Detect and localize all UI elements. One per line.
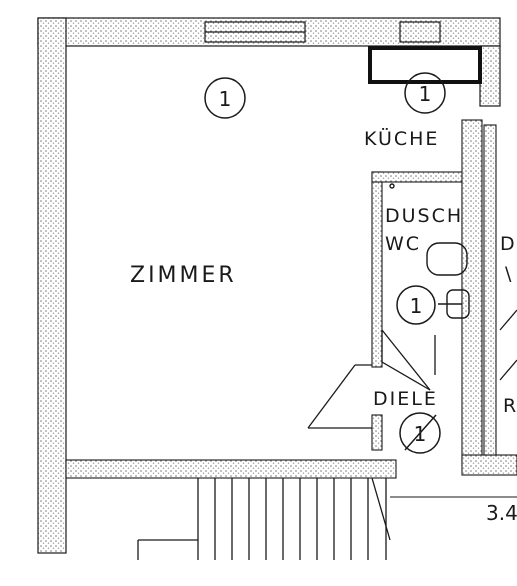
room-label-kueche: KÜCHE: [364, 127, 439, 150]
interior-walls: [65, 119, 517, 479]
room-number-diele: 1: [414, 422, 427, 446]
door-swings: [307, 309, 517, 429]
exterior-walls: [37, 17, 501, 554]
room-label-dusche: DUSCH: [385, 205, 463, 227]
partial-label-right-2: \: [505, 263, 513, 285]
room-number-dusche: 1: [410, 294, 423, 318]
room-label-zimmer: ZIMMER: [130, 263, 237, 288]
room-number-zimmer: 1: [219, 87, 232, 111]
room-label-wc: WC: [385, 233, 421, 255]
kitchen-counter: [368, 46, 482, 84]
partial-label-right-3: R: [503, 395, 517, 417]
window-top: [204, 21, 441, 43]
partial-label-right-1: D: [500, 233, 517, 255]
staircase: [137, 477, 391, 560]
room-label-diele: DIELE: [373, 388, 438, 410]
dimension-text: 3.4: [486, 501, 517, 525]
bath-fixtures: [389, 183, 470, 319]
room-number-kueche: 1: [419, 82, 432, 106]
room-number-circles: [204, 72, 446, 454]
